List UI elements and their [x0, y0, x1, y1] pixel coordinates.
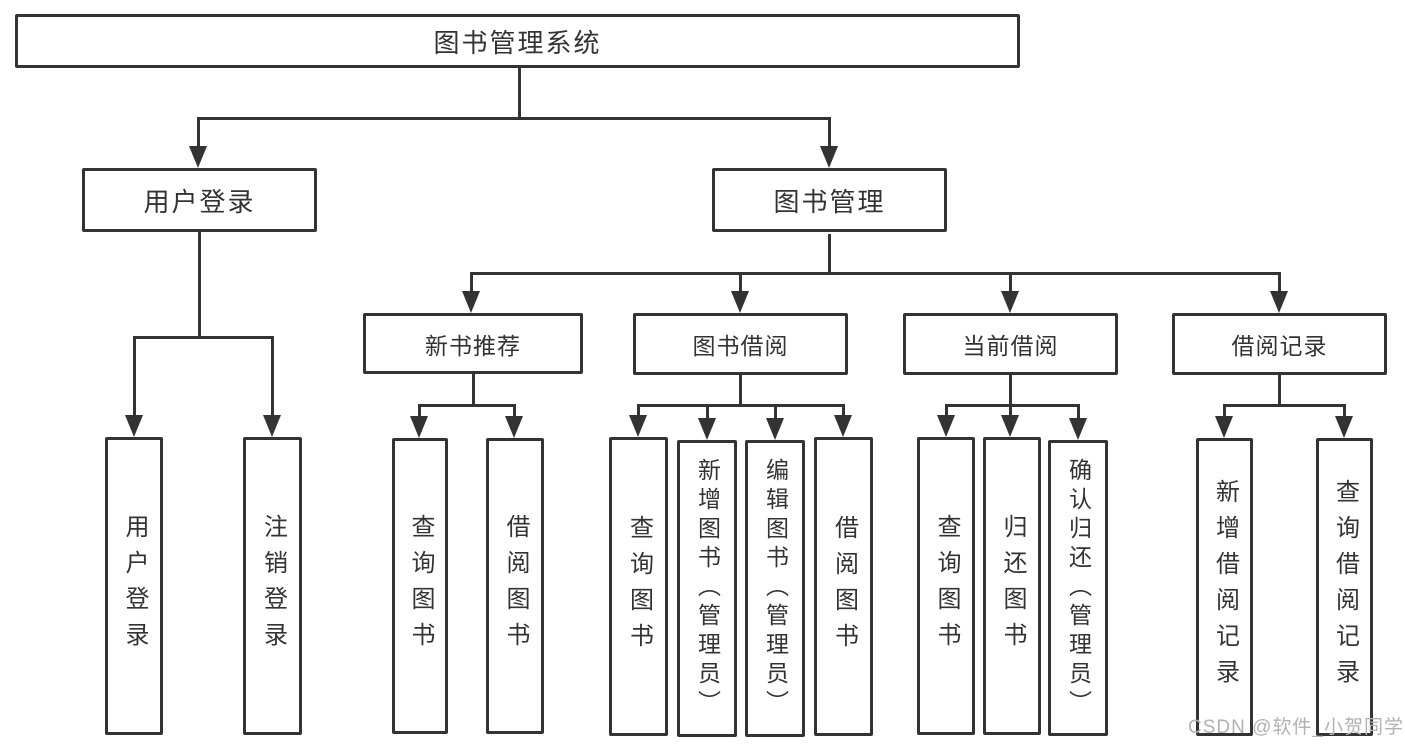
leaf-query-books-2: 查询图书 — [609, 437, 668, 736]
connector-arrow-shaft — [512, 405, 516, 420]
leaf-label: 注销登录 — [259, 514, 287, 658]
leaf-label: 查询借阅记录 — [1331, 479, 1359, 695]
connector-arrow-shaft — [773, 405, 777, 422]
arrowhead-down-icon — [731, 291, 749, 313]
node-label: 图书管理系统 — [433, 27, 602, 58]
connector-line — [636, 403, 845, 407]
arrowhead-down-icon — [1069, 418, 1087, 440]
node-user-login: 用户登录 — [82, 168, 317, 232]
connector-line — [196, 116, 831, 120]
arrowhead-down-icon — [629, 415, 647, 437]
connector-arrow-shaft — [1222, 405, 1226, 420]
leaf-edit-books-admin: 编辑图书（管理员） — [745, 440, 805, 737]
node-label: 新书推荐 — [425, 332, 521, 359]
arrowhead-down-icon — [462, 291, 480, 313]
connector-arrow-shaft — [270, 337, 274, 419]
node-new-book-recommend: 新书推荐 — [363, 313, 583, 374]
leaf-borrow-books-2: 借阅图书 — [814, 437, 873, 736]
arrowhead-down-icon — [505, 416, 523, 438]
node-label: 借阅记录 — [1231, 333, 1328, 359]
connector-arrow-shaft — [1342, 405, 1346, 420]
arrowhead-down-icon — [1335, 416, 1353, 438]
arrowhead-down-icon — [263, 415, 281, 437]
leaf-label: 借阅图书 — [502, 514, 529, 658]
connector-arrow-shaft — [841, 405, 845, 419]
leaf-label: 查询图书 — [407, 514, 434, 658]
connector-arrow-shaft — [827, 118, 831, 150]
leaf-label: 确认归还（管理员） — [1065, 457, 1092, 719]
connector-line — [1008, 375, 1012, 405]
leaf-user-login: 用户登录 — [105, 437, 163, 735]
connector-arrow-shaft — [705, 405, 709, 422]
connector-arrow-shaft — [469, 273, 473, 295]
leaf-label: 用户登录 — [121, 514, 148, 658]
connector-arrow-shaft — [1008, 405, 1012, 419]
connector-line — [738, 375, 742, 405]
connector-arrow-shaft — [132, 337, 136, 419]
connector-line — [517, 68, 521, 118]
arrowhead-down-icon — [766, 418, 784, 440]
leaf-label: 查询图书 — [625, 514, 653, 659]
connector-arrow-shaft — [196, 118, 200, 150]
leaf-add-borrow-record: 新增借阅记录 — [1196, 438, 1253, 736]
connector-arrow-shaft — [1277, 273, 1281, 295]
connector-line — [1222, 403, 1346, 407]
leaf-query-borrow-record: 查询借阅记录 — [1316, 438, 1373, 736]
node-label: 图书管理 — [773, 186, 886, 217]
arrowhead-down-icon — [1270, 291, 1288, 313]
leaf-logout: 注销登录 — [243, 437, 302, 735]
arrowhead-down-icon — [1001, 291, 1019, 313]
node-library-management-system: 图书管理系统 — [15, 14, 1020, 68]
connector-line — [132, 335, 274, 339]
leaf-query-books-1: 查询图书 — [392, 438, 448, 734]
arrowhead-down-icon — [937, 415, 955, 437]
leaf-label: 归还图书 — [999, 514, 1026, 658]
arrowhead-down-icon — [698, 418, 716, 440]
node-label: 当前借阅 — [962, 333, 1059, 359]
leaf-label: 新增借阅记录 — [1211, 479, 1239, 695]
connector-arrow-shaft — [417, 405, 421, 420]
leaf-return-books: 归还图书 — [983, 437, 1041, 735]
arrowhead-down-icon — [820, 146, 838, 168]
node-book-borrowing: 图书借阅 — [633, 313, 848, 375]
node-current-borrowing: 当前借阅 — [903, 313, 1118, 375]
node-label: 用户登录 — [143, 186, 256, 217]
leaf-confirm-return-admin: 确认归还（管理员） — [1048, 440, 1108, 736]
leaf-add-books-admin: 新增图书（管理员） — [677, 440, 737, 737]
arrowhead-down-icon — [410, 416, 428, 438]
connector-arrow-shaft — [944, 405, 948, 419]
connector-line — [1277, 375, 1281, 405]
arrowhead-down-icon — [1001, 415, 1019, 437]
node-borrowing-records: 借阅记录 — [1172, 313, 1387, 375]
leaf-label: 查询图书 — [933, 514, 960, 658]
connector-arrow-shaft — [636, 405, 640, 419]
connector-line — [197, 232, 201, 337]
leaf-label: 编辑图书（管理员） — [762, 458, 789, 719]
connector-line — [469, 271, 1281, 275]
leaf-label: 新增图书（管理员） — [694, 458, 721, 719]
arrowhead-down-icon — [125, 415, 143, 437]
leaf-borrow-books-1: 借阅图书 — [486, 438, 544, 734]
connector-arrow-shaft — [1008, 273, 1012, 295]
connector-arrow-shaft — [1076, 405, 1080, 422]
connector-line — [944, 403, 1080, 407]
connector-arrow-shaft — [738, 273, 742, 295]
watermark-csdn: CSDN @软件_小贺同学 — [1188, 717, 1404, 738]
connector-line — [827, 234, 831, 273]
connector-line — [417, 403, 516, 407]
arrowhead-down-icon — [1215, 416, 1233, 438]
leaf-label: 借阅图书 — [830, 514, 858, 659]
node-book-management: 图书管理 — [712, 168, 947, 232]
arrowhead-down-icon — [834, 415, 852, 437]
leaf-query-books-3: 查询图书 — [917, 437, 975, 735]
node-label: 图书借阅 — [692, 333, 789, 359]
arrowhead-down-icon — [189, 146, 207, 168]
connector-line — [471, 374, 475, 405]
